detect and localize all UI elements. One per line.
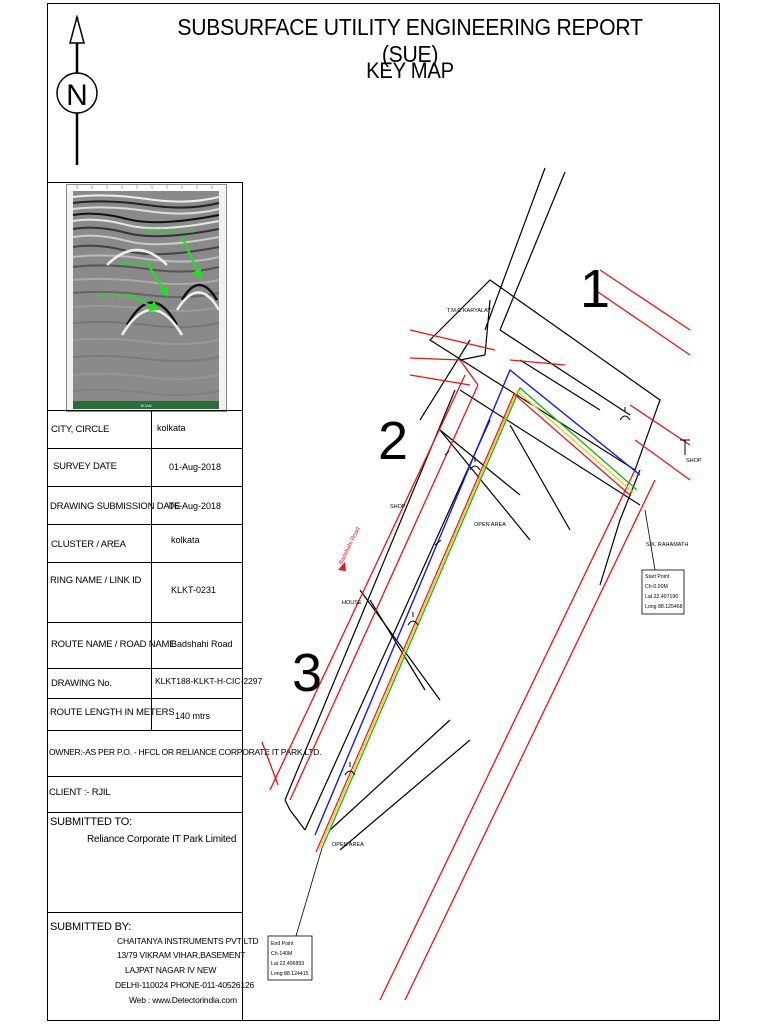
owner-text: OWNER:-AS PER P.O. - HFCL OR RELIANCE CO…	[49, 747, 322, 757]
drawing-no-value: KLKT188-KLKT-H-CIC-2297	[155, 676, 263, 686]
map-label-tmc: T.M.C KARYALAY	[447, 308, 491, 314]
client-row: CLIENT :- RJIL	[47, 776, 243, 812]
submitted-to-heading: SUBMITTED TO:	[50, 816, 132, 828]
table-row: CITY, CIRCLE kolkata	[47, 410, 243, 448]
end-point-lat: Lat 22.496893	[271, 961, 304, 967]
map-label-shop-2: SHOP	[686, 458, 702, 464]
report-title: SUBSURFACE UTILITY ENGINEERING REPORT (S…	[177, 14, 643, 67]
cluster-area-value: kolkata	[171, 535, 200, 545]
map-label-house: HOUSE	[342, 600, 362, 606]
map-label-open-area-2: OPEN AREA	[332, 842, 364, 848]
company-website: Web : www.Detectorindia.com	[129, 995, 237, 1005]
city-circle-value: kolkata	[157, 423, 186, 433]
table-row: ROUTE LENGTH IN METERS 140 mtrs	[47, 698, 243, 730]
section-number-2: 2	[378, 411, 409, 471]
map-label-road: Badshahi Road	[338, 526, 361, 566]
survey-date-value: 01-Aug-2018	[169, 462, 222, 472]
company-name: CHAITANYA INSTRUMENTS PVT LTD	[117, 936, 259, 946]
table-column-divider	[151, 410, 152, 730]
gpr-label-sewer-line: Sewer Line	[119, 260, 152, 267]
table-row: ROUTE NAME / ROAD NAME Badshahi Road	[47, 622, 243, 668]
client-text: CLIENT :- RJIL	[49, 787, 111, 798]
ring-link-id-label: RING NAME / LINK ID	[50, 575, 142, 586]
gpr-radargram-image: SCAN Water Line Sewer Line 1000 Gallon T…	[66, 184, 227, 412]
submitted-by-heading: SUBMITTED BY:	[50, 921, 132, 933]
drawing-frame	[47, 3, 720, 1021]
cluster-area-label: CLUSTER / AREA	[51, 539, 126, 550]
drawing-submission-date-label: DRAWING SUBMISSION DATE	[50, 501, 181, 512]
route-length-label: ROUTE LENGTH IN METERS	[50, 707, 175, 718]
map-label-rahamath: S.K. RAHAMATH	[646, 542, 688, 548]
start-point-lat: Lat 22.497196	[645, 594, 678, 600]
end-point-ch: Ch-140M	[271, 951, 292, 957]
table-row: DRAWING SUBMISSION DATE 06-Aug-2018	[47, 486, 243, 524]
submitted-to-name: Reliance Corporate IT Park Limited	[87, 834, 237, 845]
section-number-3: 3	[292, 643, 323, 703]
key-map-drawing: Start Point Ch-0.00M Lat 22.497196 Long …	[261, 167, 702, 1001]
north-arrow-icon: N	[56, 15, 98, 165]
route-length-value: 140 mtrs	[175, 711, 211, 721]
start-point-ch: Ch-0.00M	[645, 584, 668, 590]
ring-link-id-value: KLKT-0231	[171, 585, 217, 595]
section-number-1: 1	[580, 259, 611, 319]
route-name-value: Badshahi Road	[171, 639, 233, 649]
company-address-2: LAJPAT NAGAR IV NEW	[125, 965, 217, 975]
svg-text:SCAN: SCAN	[140, 403, 151, 408]
submitted-to-section: SUBMITTED TO: Reliance Corporate IT Park…	[47, 812, 243, 912]
map-label-shop-1: SHOP	[390, 504, 406, 510]
survey-date-label: SURVEY DATE	[53, 461, 117, 472]
submitted-by-section: SUBMITTED BY: CHAITANYA INSTRUMENTS PVT …	[47, 912, 259, 1021]
end-point-long: Long 88.124415	[271, 971, 309, 977]
north-letter: N	[66, 79, 88, 112]
owner-row: OWNER:-AS PER P.O. - HFCL OR RELIANCE CO…	[47, 730, 321, 776]
route-name-label: ROUTE NAME / ROAD NAME	[51, 639, 176, 650]
end-point-title: End Point	[271, 941, 294, 947]
gpr-label-tank: 1000 Gallon Tank	[143, 228, 194, 235]
info-panel	[47, 182, 243, 1021]
city-circle-label: CITY, CIRCLE	[51, 424, 110, 435]
table-row: CLUSTER / AREA kolkata	[47, 524, 243, 562]
drawing-submission-date-value: 06-Aug-2018	[169, 501, 222, 511]
start-point-title: Start Point	[645, 574, 670, 580]
map-label-open-area-1: OPEN AREA	[474, 522, 506, 528]
company-address-1: 13/79 VIKRAM VIHAR,BASEMENT	[117, 950, 246, 960]
table-row: DRAWING No. KLKT188-KLKT-H-CIC-2297	[47, 668, 262, 698]
start-point-long: Long 88.125468	[645, 604, 683, 610]
company-phone: DELHI-110024 PHONE-011-40526126	[115, 980, 255, 990]
drawing-no-label: DRAWING No.	[51, 678, 112, 689]
report-subtitle: KEY MAP	[366, 58, 454, 83]
table-row: SURVEY DATE 01-Aug-2018	[47, 448, 243, 486]
gpr-label-water-line: Water Line	[99, 293, 131, 300]
table-row: RING NAME / LINK ID KLKT-0231	[47, 562, 243, 622]
